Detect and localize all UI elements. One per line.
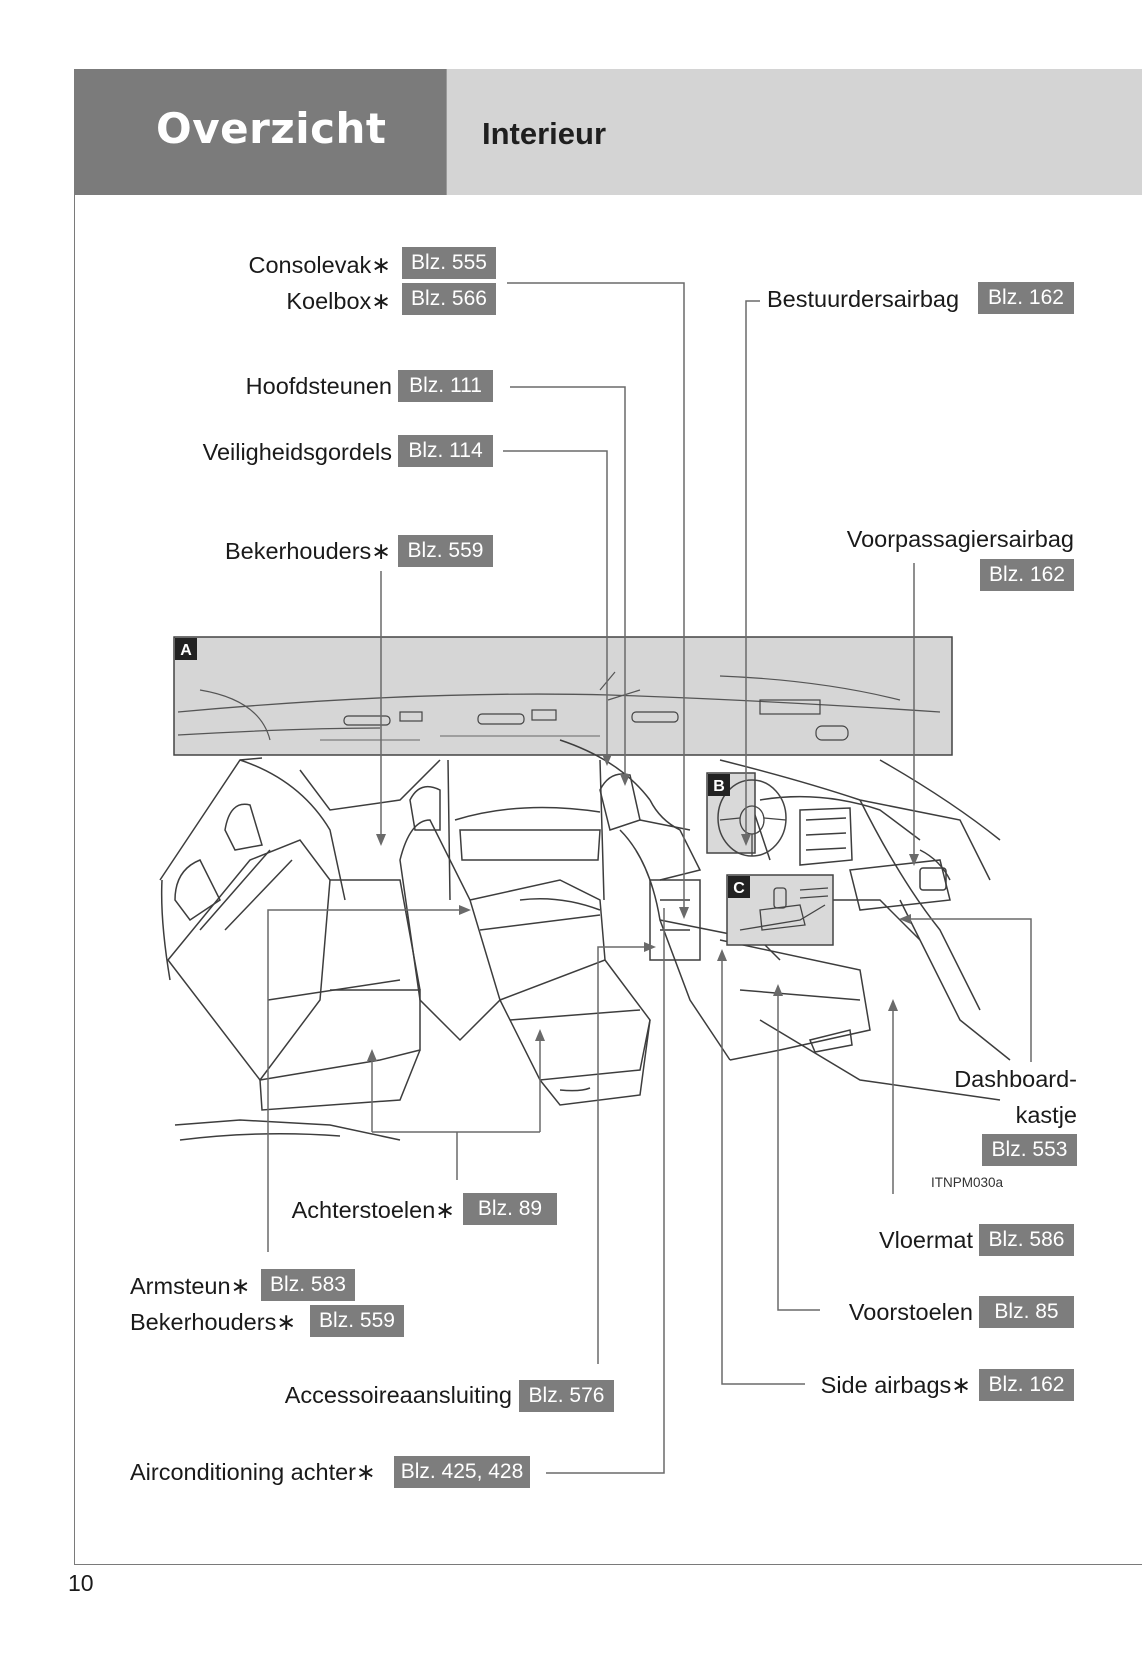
page-ref-bekerhouders-top: Blz. 559	[398, 535, 493, 567]
subsection-header-bar	[446, 69, 1142, 195]
callout-achterstoelen: Achterstoelen∗	[291, 1197, 455, 1223]
callout-bekerhouders-top: Bekerhouders∗	[224, 538, 391, 564]
page-ref-accessoireaansluiting: Blz. 576	[519, 1380, 614, 1412]
page-ref-bekerhouders-bottom: Blz. 559	[310, 1305, 404, 1337]
callout-airconditioning-achter: Airconditioning achter∗	[130, 1459, 376, 1485]
section-title: Overzicht	[156, 104, 387, 153]
page-ref-armsteun: Blz. 583	[261, 1269, 355, 1301]
callout-armsteun: Armsteun∗	[130, 1273, 251, 1299]
page-ref-consolevak: Blz. 555	[402, 247, 496, 279]
third-row-seat	[167, 803, 421, 1111]
callout-consolevak: Consolevak∗	[248, 252, 392, 278]
page-ref-bestuurdersairbag: Blz. 162	[978, 282, 1074, 314]
callout-dashboardkastje-line1: Dashboard-	[954, 1066, 1077, 1092]
callout-accessoireaansluiting: Accessoireaansluiting	[284, 1382, 512, 1408]
page-ref-veiligheidsgordels: Blz. 114	[398, 435, 493, 467]
second-row-seat	[399, 785, 651, 1106]
callout-hoofdsteunen: Hoofdsteunen	[245, 373, 392, 399]
inset-c-shifter: C	[726, 874, 834, 946]
page-ref-koelbox: Blz. 566	[402, 283, 496, 315]
vehicle-outline	[159, 757, 1011, 1141]
callout-bestuurdersairbag: Bestuurdersairbag	[767, 286, 960, 312]
page-ref-voorpassagiersairbag: Blz. 162	[980, 559, 1074, 591]
callout-koelbox: Koelbox∗	[286, 288, 391, 314]
figure-id: ITNPM030a	[931, 1175, 1004, 1190]
callout-vloermat: Vloermat	[878, 1227, 973, 1253]
callout-side-airbags: Side airbags∗	[820, 1372, 971, 1398]
inset-c-letter: C	[733, 880, 745, 897]
leader-lines	[267, 282, 1032, 1474]
page-ref-voorstoelen: Blz. 85	[979, 1296, 1074, 1328]
page-ref-side-airbags: Blz. 162	[979, 1369, 1074, 1401]
inset-a-headliner: A	[173, 636, 953, 756]
page-ref-hoofdsteunen: Blz. 111	[398, 370, 493, 402]
page-number: 10	[68, 1570, 94, 1596]
front-seats	[559, 739, 871, 1061]
page-ref-airconditioning-achter: Blz. 425, 428	[394, 1456, 530, 1488]
callout-bekerhouders-bottom: Bekerhouders∗	[130, 1309, 297, 1335]
page-ref-achterstoelen: Blz. 89	[463, 1193, 557, 1225]
callout-voorpassagiersairbag: Voorpassagiersairbag	[846, 526, 1074, 552]
section-header-bar	[74, 69, 446, 195]
page-ref-dashboardkastje: Blz. 553	[982, 1134, 1077, 1166]
page-title: Interieur	[482, 116, 607, 151]
callout-veiligheidsgordels: Veiligheidsgordels	[202, 439, 392, 465]
inset-a-letter: A	[180, 642, 192, 659]
page-ref-vloermat: Blz. 586	[979, 1224, 1074, 1256]
callout-dashboardkastje-line2: kastje	[1015, 1102, 1077, 1128]
callout-voorstoelen: Voorstoelen	[848, 1299, 973, 1325]
inset-b-letter: B	[713, 778, 725, 795]
